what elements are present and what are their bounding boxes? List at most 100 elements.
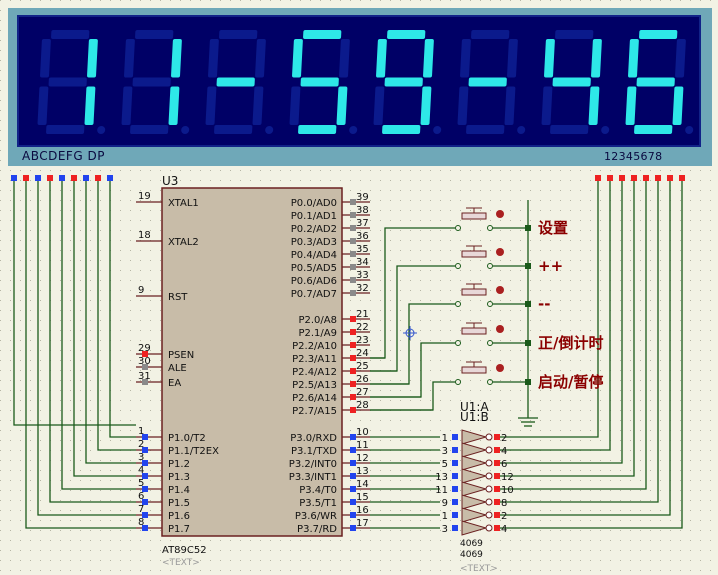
pin-number: 26 — [356, 374, 369, 385]
digit-segment — [468, 77, 507, 87]
pin-name: P2.3/A11 — [292, 354, 337, 365]
pin-number: 15 — [356, 492, 369, 503]
probe-crosshair-icon[interactable] — [403, 326, 417, 340]
digit-segment — [339, 39, 350, 78]
seven-segment-display[interactable]: ABCDEFG DP 12345678 — [8, 8, 712, 166]
digit-dp — [265, 126, 274, 134]
mcu-text-placeholder: <TEXT> — [162, 558, 200, 568]
inverter-designator-a: U1:A — [460, 400, 489, 414]
pin-name: P3.0/RXD — [290, 433, 337, 444]
pin-name: PSEN — [168, 350, 194, 361]
gate-output-pin: 8 — [501, 498, 507, 509]
pin-name: P1.0/T2 — [168, 433, 206, 444]
gate-output-pin: 4 — [501, 446, 507, 457]
pin-name: P1.2 — [168, 459, 190, 470]
display-digit — [373, 30, 442, 134]
digit-segment — [625, 86, 637, 125]
pin-name: P2.5/A13 — [292, 380, 337, 391]
pin-number: 29 — [138, 343, 151, 354]
gate-output-pin: 4 — [501, 524, 507, 535]
pin-number: 33 — [356, 270, 369, 281]
gate-input-pin: 13 — [435, 472, 448, 483]
gate-input-pin: 3 — [442, 524, 448, 535]
pin-number: 13 — [356, 466, 369, 477]
digit-segment — [471, 30, 510, 39]
pin-number: 2 — [138, 439, 144, 450]
pin-number: 25 — [356, 361, 369, 372]
digit-segment — [216, 77, 255, 87]
display-pin — [655, 175, 661, 181]
mcu-left-pins: 19XTAL118XTAL29RST29PSEN30ALE31EA1P1.0/T… — [136, 191, 219, 535]
digit-segment — [46, 125, 85, 134]
pin-name: P1.3 — [168, 472, 190, 483]
display-pin — [83, 175, 89, 181]
pin-name: P1.7 — [168, 524, 190, 535]
display-digit — [457, 30, 526, 134]
pin-number: 16 — [356, 505, 369, 516]
pin-number: 5 — [138, 478, 144, 489]
pin-name: P2.4/A12 — [292, 367, 337, 378]
display-pin — [107, 175, 113, 181]
pin-name: P0.3/AD3 — [291, 237, 337, 248]
pin-name: P2.1/A9 — [298, 328, 337, 339]
digit-segment — [168, 86, 180, 125]
pin-number: 8 — [138, 517, 144, 528]
digit-segment — [252, 86, 264, 125]
pin-number: 34 — [356, 257, 369, 268]
pin-number: 30 — [138, 356, 151, 367]
display-pin — [679, 175, 685, 181]
push-button[interactable]: 启动/暂停 — [455, 361, 604, 391]
digit-segment — [550, 125, 589, 134]
gate-input-pin: 1 — [442, 511, 448, 522]
digit-segment — [208, 39, 219, 78]
digit-segment — [121, 86, 133, 125]
display-pin — [667, 175, 673, 181]
pin-name: P2.7/A15 — [292, 406, 337, 417]
digit-segment — [457, 86, 469, 125]
push-button[interactable]: -- — [455, 283, 551, 313]
pin-number: 32 — [356, 283, 369, 294]
display-digit — [625, 30, 694, 134]
pin-name: P0.0/AD0 — [291, 198, 337, 209]
button-indicator — [496, 248, 504, 256]
digit-segment — [298, 125, 337, 134]
button-label: 正/倒计时 — [538, 334, 603, 352]
digit-segment — [336, 86, 348, 125]
digit-segment — [135, 30, 174, 39]
pin-number: 1 — [138, 426, 144, 437]
mcu-chip[interactable]: U3 AT89C52 <TEXT> 19XTAL118XTAL29RST29PS… — [136, 174, 370, 568]
pin-name: P1.1/T2EX — [168, 446, 219, 457]
pin-name: P1.5 — [168, 498, 190, 509]
digit-segment — [420, 86, 432, 125]
digit-segment — [387, 30, 426, 39]
digit-segment — [205, 86, 217, 125]
digit-segment — [124, 39, 135, 78]
pin-number: 11 — [356, 440, 369, 451]
push-button[interactable]: 正/倒计时 — [455, 322, 604, 352]
push-button[interactable]: ++ — [455, 245, 564, 275]
mcu-pin-left: 3P1.2 — [136, 452, 190, 470]
display-pins — [11, 175, 685, 181]
pin-number: 3 — [138, 452, 144, 463]
